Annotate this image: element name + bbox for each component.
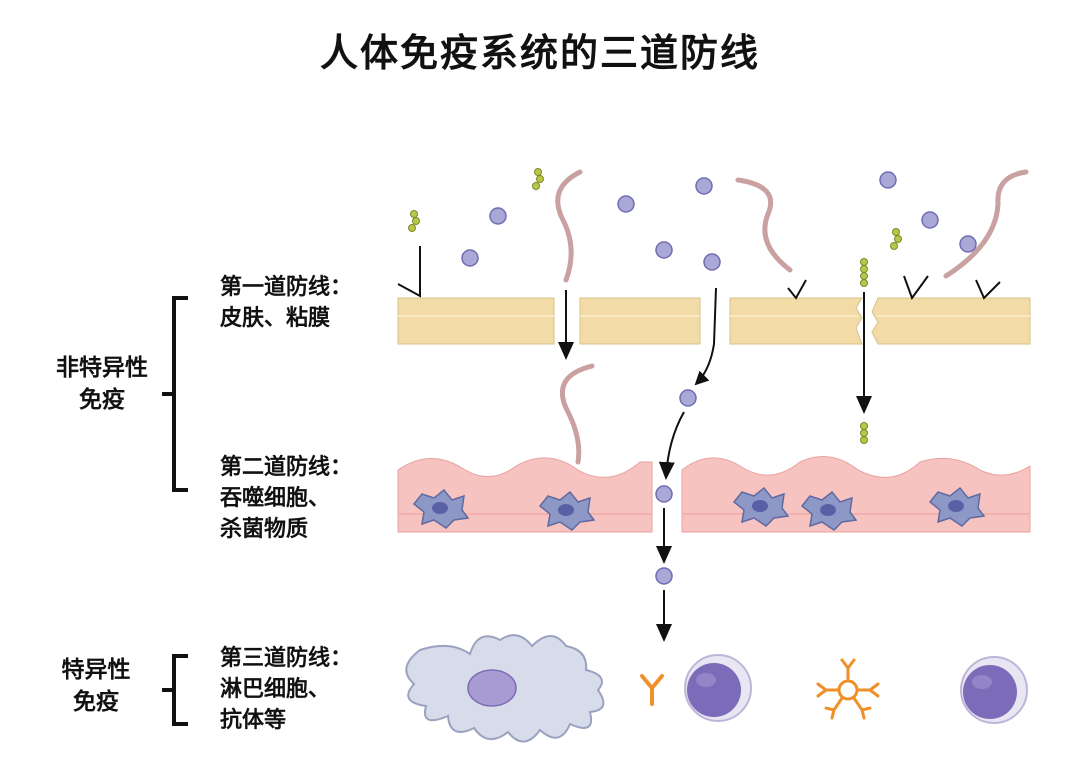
first-line-detail: 皮肤、粘膜 bbox=[220, 306, 331, 331]
pathway-arrows bbox=[558, 287, 872, 642]
first-line-label: 第一道防线： 皮肤、粘膜 bbox=[220, 272, 352, 334]
phagocyte-cell bbox=[928, 486, 986, 527]
phagocyte-cell bbox=[538, 490, 596, 531]
lymphocyte-cell bbox=[684, 654, 752, 722]
nonspecific-immunity-label: 非特异性 免疫 bbox=[52, 352, 152, 416]
surface-receptors bbox=[397, 246, 1001, 301]
antibody bbox=[640, 674, 664, 706]
chain-bacteria bbox=[408, 168, 902, 444]
specific-line-2: 免疫 bbox=[73, 689, 119, 715]
worm-pathogen bbox=[943, 169, 1029, 279]
skin-layer bbox=[397, 297, 1031, 345]
specific-immunity-label: 特异性 免疫 bbox=[46, 654, 146, 718]
microbe-particles bbox=[461, 171, 977, 585]
nonspecific-line-1: 非特异性 bbox=[56, 355, 148, 381]
lymphocyte-cell bbox=[960, 656, 1028, 724]
first-line-name: 第一道防线： bbox=[220, 275, 353, 300]
third-line-detail-1: 淋巴细胞、 bbox=[220, 677, 331, 702]
page-title: 人体免疫系统的三道防线 bbox=[319, 31, 760, 75]
phagocyte-cell bbox=[800, 490, 858, 531]
specific-bracket bbox=[162, 654, 188, 726]
second-line-detail-2: 杀菌物质 bbox=[220, 517, 309, 542]
nonspecific-bracket bbox=[162, 296, 188, 492]
phagocyte-cell bbox=[732, 486, 790, 527]
antibody-cluster bbox=[816, 658, 880, 720]
specific-line-1: 特异性 bbox=[61, 657, 131, 683]
second-line-name: 第二道防线： bbox=[220, 455, 353, 480]
dendritic-cell bbox=[405, 634, 605, 743]
third-line-detail-2: 抗体等 bbox=[220, 708, 287, 733]
phagocyte-cell bbox=[412, 488, 470, 529]
worm-pathogen bbox=[555, 169, 583, 283]
worm-pathogen bbox=[559, 363, 595, 465]
tissue-layer bbox=[397, 456, 1031, 533]
second-line-label: 第二道防线： 吞噬细胞、 杀菌物质 bbox=[220, 452, 352, 545]
third-line-name: 第三道防线： bbox=[220, 646, 353, 671]
third-line-label: 第三道防线： 淋巴细胞、 抗体等 bbox=[220, 643, 352, 736]
second-line-detail-1: 吞噬细胞、 bbox=[220, 486, 331, 511]
worm-pathogen bbox=[735, 177, 793, 273]
nonspecific-line-2: 免疫 bbox=[79, 387, 125, 413]
